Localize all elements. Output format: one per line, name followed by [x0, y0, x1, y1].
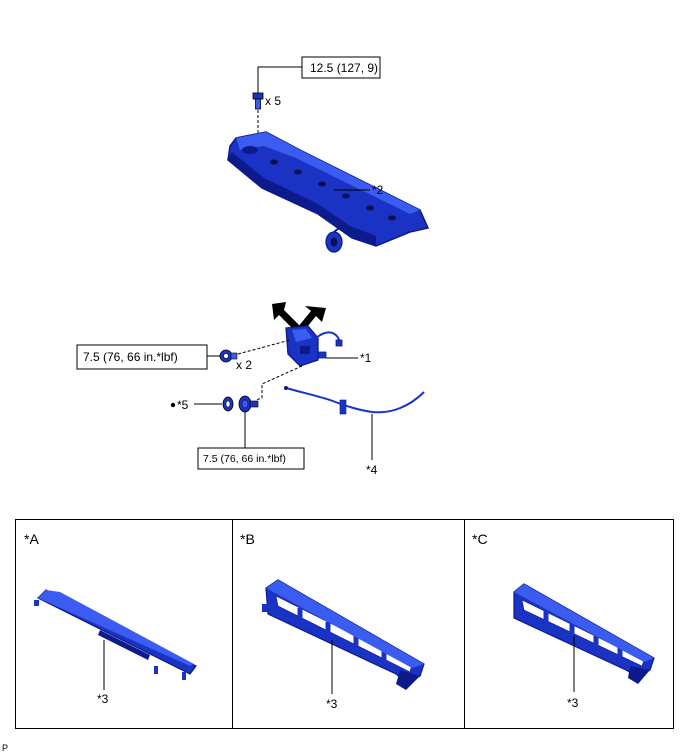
left-torque-label: 7.5 (76, 66 in.*lbf) — [83, 350, 178, 364]
bolt-icon — [252, 92, 264, 110]
panel-c: *C *3 — [472, 531, 655, 710]
upper-torque-leader — [257, 66, 302, 93]
panel-b-part3 — [262, 579, 425, 690]
install-direction-arrow-right-icon — [298, 306, 326, 332]
nut-icon — [219, 349, 238, 363]
middle-assembly: *1 7.5 (76, 66 in.*lbf) x 2 *5 — [76, 302, 425, 477]
upper-bracket-part — [227, 131, 430, 253]
panel-c-part3 — [513, 583, 655, 684]
panel-b-part-label: *3 — [326, 697, 338, 711]
left-torque-box — [76, 344, 208, 370]
panel-b-title: *B — [240, 531, 255, 547]
panel-c-title: *C — [472, 531, 488, 547]
bottom-torque-box — [197, 447, 305, 470]
part4-label: *4 — [366, 463, 378, 477]
upper-bracket-assembly: 12.5 (127, 9) x 5 — [227, 56, 430, 253]
part1-label: *1 — [360, 351, 372, 365]
bottom-torque-label: 7.5 (76, 66 in.*lbf) — [203, 453, 286, 465]
part5-label: *5 — [177, 398, 189, 412]
panel-a-title: *A — [24, 531, 39, 547]
nut-install-dashline — [237, 339, 291, 355]
panel-b: *B *3 — [240, 531, 425, 711]
part4-cable — [284, 386, 425, 415]
panel-a: *A *3 — [24, 531, 197, 706]
panel-a-part-label: *3 — [97, 692, 109, 706]
flange-bolt-icon — [238, 395, 259, 413]
part2-label: *2 — [372, 183, 384, 197]
panel-c-part-label: *3 — [567, 696, 579, 710]
upper-bolt-qty: x 5 — [265, 94, 281, 108]
part1-bracket — [285, 325, 343, 367]
variant-panels: *A *3 *B — [15, 519, 674, 729]
lower-install-dashline — [255, 365, 303, 401]
washer-icon — [222, 396, 234, 412]
upper-torque-label: 12.5 (127, 9) — [310, 61, 378, 75]
panels-frame — [15, 519, 674, 729]
footer-code: P — [2, 743, 8, 753]
nut-qty: x 2 — [236, 358, 252, 372]
install-direction-arrow-left-icon — [272, 302, 300, 331]
non-reusable-mark-icon — [170, 402, 176, 408]
panel-a-part3 — [34, 589, 197, 680]
